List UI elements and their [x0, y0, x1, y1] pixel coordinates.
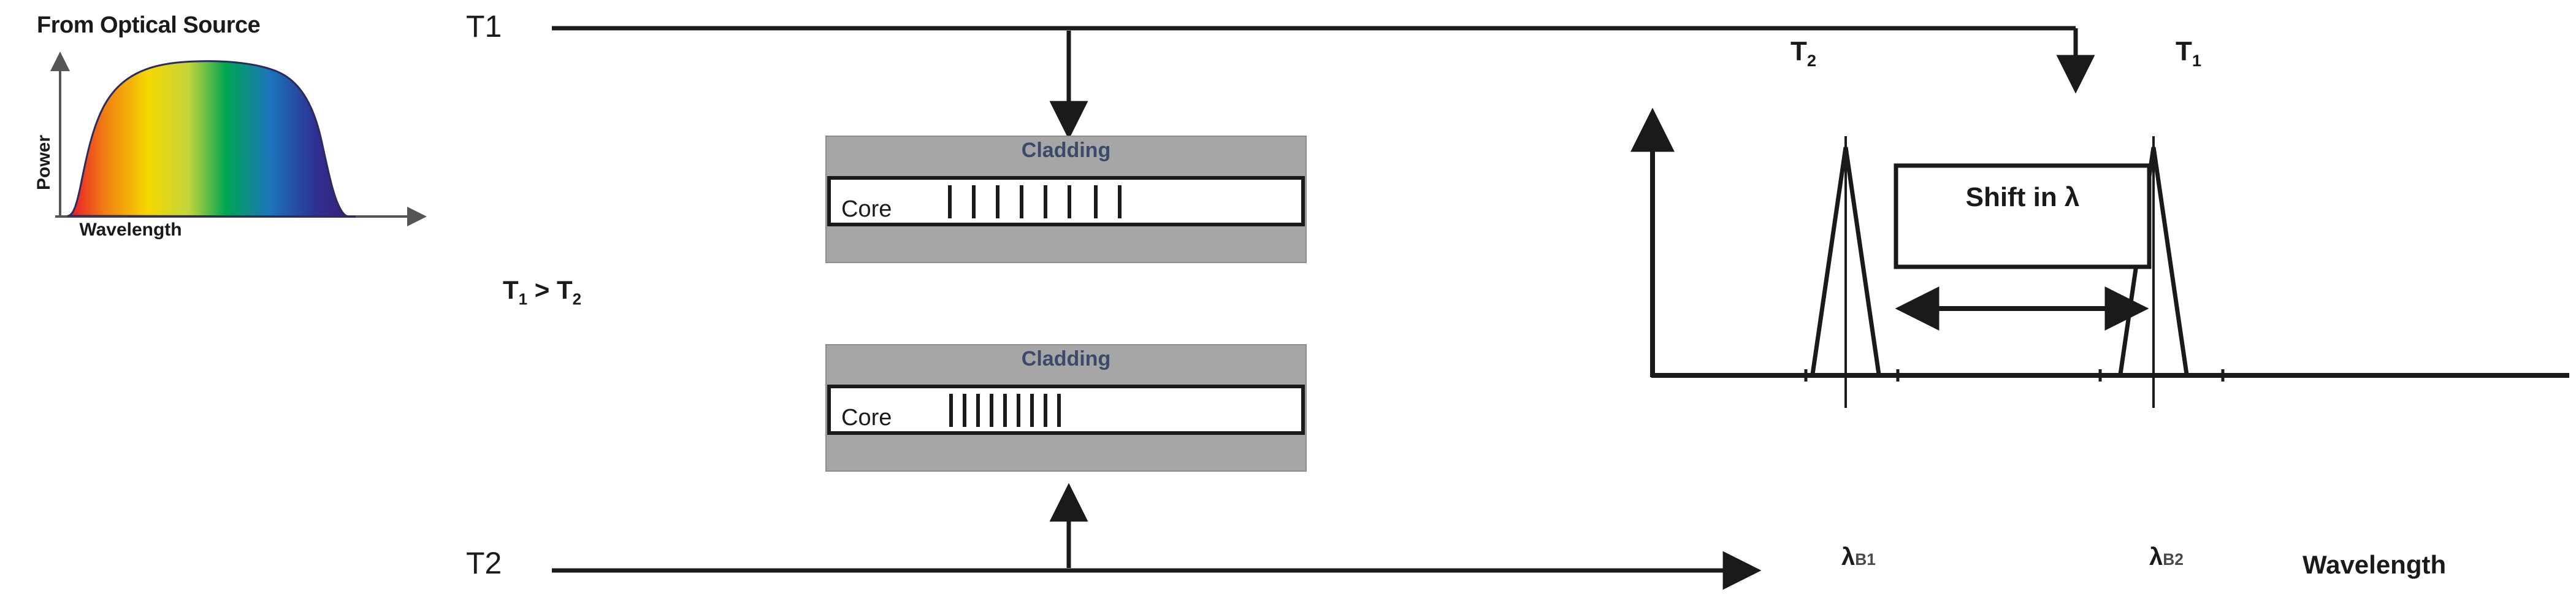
peak-label-t1-text: T	[2176, 36, 2192, 66]
lambda-b2-symbol: λ	[2149, 543, 2163, 570]
fiber-hot-grating	[948, 185, 1122, 218]
source-x-axis-label: Wavelength	[79, 220, 182, 240]
fiber-cold-grating	[949, 394, 1061, 427]
fiber-hot-core	[827, 176, 1305, 226]
x-tick-label-lambda-b1: λB1	[1841, 545, 1876, 569]
fiber-hot-core-label: Core	[841, 196, 892, 222]
fiber-cold-cladding-label: Cladding	[1021, 347, 1111, 370]
source-spectrum-curve	[67, 60, 356, 218]
t2-input-label: T2	[466, 546, 502, 580]
temperature-relation-label: T1 > T2	[503, 275, 582, 309]
peak-label-t2-text: T	[1791, 36, 1807, 66]
peak-curve-t1	[2118, 147, 2189, 375]
peak-curve-t2	[1810, 147, 1881, 375]
shift-callout-box	[1894, 163, 2152, 269]
source-panel-title: From Optical Source	[37, 12, 261, 38]
lambda-b1-sub: B1	[1855, 550, 1876, 569]
fiber-cold-core	[827, 385, 1305, 435]
t1-signal-path	[552, 26, 2095, 140]
fiber-hot-cladding-label: Cladding	[1021, 139, 1111, 162]
t2-signal-path	[552, 483, 1762, 590]
shift-callout-label: Shift in λ	[1965, 182, 2080, 212]
peak-label-t1-sub: 1	[2192, 50, 2202, 70]
lambda-b1-symbol: λ	[1841, 543, 1856, 570]
peak-label-t1: T1	[2176, 38, 2201, 69]
spectrum-x-ticks	[1804, 369, 2225, 382]
t1-input-label: T1	[466, 9, 502, 44]
x-tick-label-lambda-b2: λB2	[2149, 545, 2184, 569]
reflected-spectrum-plot	[1630, 107, 2569, 408]
source-spectrum-plot	[50, 52, 427, 226]
lambda-b2-sub: B2	[2163, 550, 2184, 569]
spectrum-x-axis-label: Wavelength	[2303, 550, 2447, 579]
source-y-axis-label: Power	[34, 134, 54, 191]
peak-label-t2: T2	[1791, 38, 1816, 69]
peak-label-t2-sub: 2	[1806, 50, 1817, 70]
fiber-cold-core-label: Core	[841, 405, 892, 431]
